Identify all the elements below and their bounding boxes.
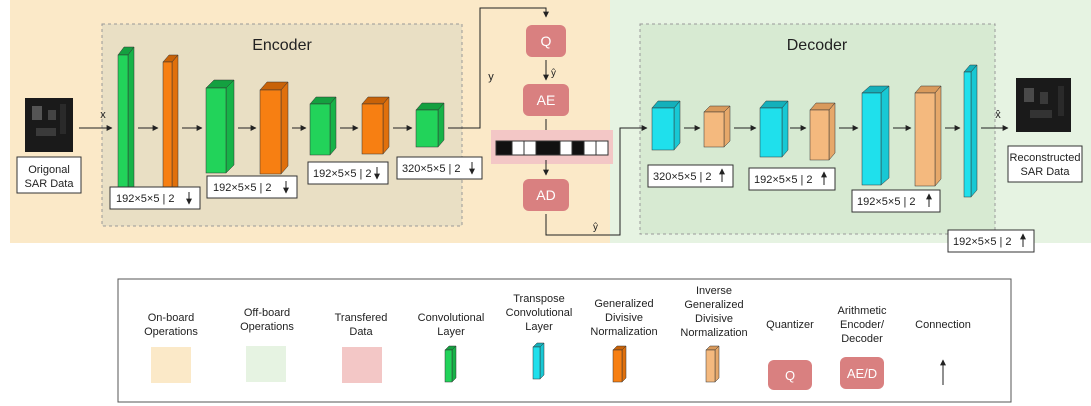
output-sar-image — [1016, 78, 1071, 132]
legend-onboard-swatch — [151, 347, 191, 383]
enc-label-4: 320×5×5 | 2 — [396, 156, 483, 180]
arithmetic-encoder-box — [523, 84, 569, 116]
output-label-line2: SAR Data — [1021, 166, 1071, 178]
input-label-box — [16, 156, 82, 194]
var-yhat-bottom: ŷ — [593, 222, 598, 233]
enc-label-2: 192×5×5 | 2 — [206, 175, 298, 199]
enc-conv-1 — [117, 46, 135, 205]
enc-gdn-2 — [259, 81, 289, 175]
legend-transfer-swatch — [342, 347, 382, 383]
legend-aed-l1: Arithmetic — [838, 305, 887, 317]
enc-conv-4 — [415, 102, 445, 148]
enc-label-3: 192×5×5 | 2 — [307, 161, 389, 185]
dec-igdn-2 — [809, 102, 836, 161]
legend-offboard-l2: Operations — [240, 321, 294, 333]
input-label-line2: SAR Data — [25, 178, 75, 190]
legend-offboard-swatch — [246, 346, 286, 382]
dec-label-3-text: 192×5×5 | 2 — [857, 196, 916, 208]
output-label-box — [1007, 145, 1083, 183]
var-yhat-top: ŷ — [551, 68, 556, 79]
enc-label-2-text: 192×5×5 | 2 — [213, 182, 272, 194]
legend-tconv-l2: Convolutional — [506, 307, 573, 319]
legend-conv-l2: Layer — [437, 326, 465, 338]
legend-aed-swatch — [840, 357, 884, 389]
legend-igdn-l3: Divisive — [695, 313, 733, 325]
legend-aed-l2: Encoder/ — [840, 319, 885, 331]
legend-quant-swatch — [768, 360, 812, 390]
legend-onboard-l1: On-board — [148, 312, 194, 324]
dec-label-1-text: 320×5×5 | 2 — [653, 171, 712, 183]
legend-conv-icon — [444, 345, 457, 383]
legend-conv-l1: Convolutional — [418, 312, 485, 324]
legend-gdn-icon — [612, 345, 627, 383]
legend-transfer-l1: Transfered — [335, 312, 388, 324]
legend-aed-l3: Decoder — [841, 333, 883, 345]
input-label-line1: Origonal — [28, 164, 70, 176]
enc-label-3-text: 192×5×5 | 2 — [313, 168, 372, 180]
output-label-line1: Reconstructed — [1010, 152, 1081, 164]
input-var-x: x — [100, 109, 106, 121]
dec-igdn-1 — [703, 105, 731, 148]
decoder-title: Decoder — [787, 37, 848, 54]
encoder-title: Encoder — [252, 37, 312, 54]
dec-tconv-3 — [861, 85, 890, 186]
enc-gdn-1 — [162, 54, 179, 201]
dec-label-4-text: 192×5×5 | 2 — [953, 236, 1012, 248]
input-sar-image — [25, 98, 73, 152]
legend-quant-symbol: Q — [785, 368, 795, 383]
legend-transfer-l2: Data — [349, 326, 373, 338]
enc-label-4-text: 320×5×5 | 2 — [402, 163, 461, 175]
arithmetic-decoder-box — [523, 179, 569, 211]
legend-gdn-l1: Generalized — [594, 298, 653, 310]
ae-label: AE — [537, 92, 556, 108]
ad-label: AD — [536, 187, 555, 203]
legend-igdn-l2: Generalized — [684, 299, 743, 311]
legend-gdn-l3: Normalization — [590, 326, 657, 338]
var-y: y — [488, 71, 494, 83]
legend-conn-l1: Connection — [915, 319, 971, 331]
output-var-xhat: x̂ — [995, 109, 1001, 121]
enc-conv-2 — [205, 79, 235, 174]
legend-onboard-l2: Operations — [144, 326, 198, 338]
dec-label-4: 192×5×5 | 2 — [947, 229, 1035, 253]
dec-tconv-4 — [963, 64, 978, 198]
legend-tconv-icon — [532, 342, 545, 380]
legend-aed-symbol: AE/D — [847, 366, 877, 381]
enc-conv-3 — [309, 96, 337, 156]
legend-gdn-l2: Divisive — [605, 312, 643, 324]
legend-quant-l1: Quantizer — [766, 319, 814, 331]
legend-igdn-icon — [705, 345, 720, 383]
enc-label-1: 192×5×5 | 2 — [109, 186, 201, 210]
legend-igdn-l1: Inverse — [696, 285, 732, 297]
legend-igdn-l4: Normalization — [680, 327, 747, 339]
quantizer-box — [526, 25, 566, 57]
dec-tconv-2 — [759, 100, 789, 158]
dec-label-1: 320×5×5 | 2 — [647, 164, 734, 188]
arrow-ad-to-decoder — [545, 125, 648, 236]
legend-offboard-l1: Off-board — [244, 307, 290, 319]
quantizer-label: Q — [541, 33, 552, 49]
dec-label-3: 192×5×5 | 2 — [851, 189, 941, 213]
legend-tconv-l1: Transpose — [513, 293, 565, 305]
dec-label-2: 192×5×5 | 2 — [748, 167, 836, 191]
bitstream — [495, 140, 609, 156]
arrow-y-to-q — [448, 7, 549, 129]
dec-igdn-3 — [914, 85, 942, 187]
dec-tconv-1 — [651, 100, 681, 151]
enc-label-1-text: 192×5×5 | 2 — [116, 193, 175, 205]
enc-gdn-3 — [361, 96, 390, 155]
dec-label-2-text: 192×5×5 | 2 — [754, 174, 813, 186]
legend-tconv-l3: Layer — [525, 321, 553, 333]
